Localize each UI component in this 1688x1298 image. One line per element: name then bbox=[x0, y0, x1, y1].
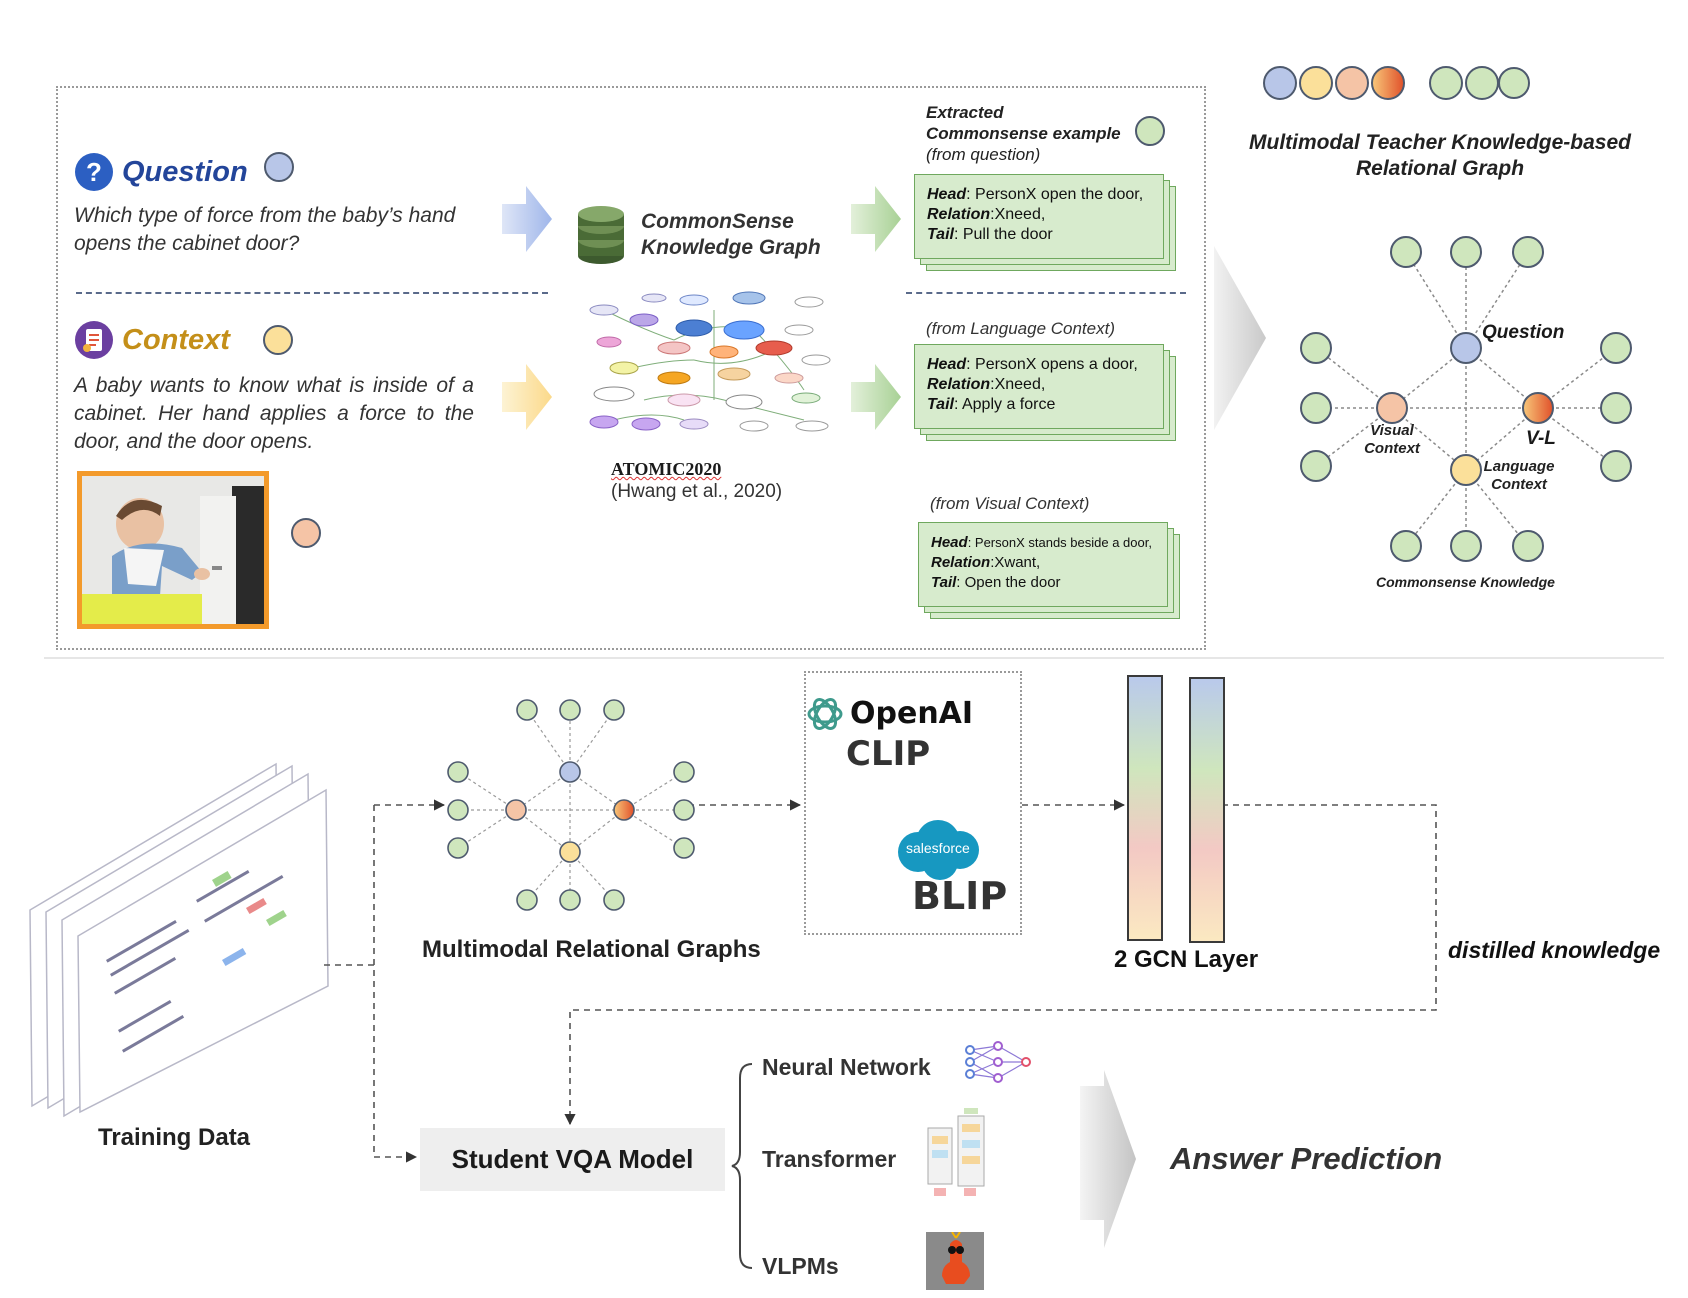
encoder-box bbox=[804, 671, 1022, 935]
atomic-label: ATOMIC2020 bbox=[611, 459, 722, 479]
card-relation-key: Relation bbox=[931, 554, 991, 571]
openai-icon bbox=[807, 698, 843, 730]
teacher-commonsense-label: Commonsense Knowledge bbox=[1376, 574, 1555, 590]
ckg-title: CommonSense Knowledge Graph bbox=[641, 209, 821, 261]
salesforce-cloud-icon bbox=[898, 820, 979, 880]
atomic-graph-thumbnail bbox=[589, 291, 831, 432]
clip-label: CLIP bbox=[846, 734, 931, 774]
gcn-label: 2 GCN Layer bbox=[1114, 946, 1259, 973]
teacher-vl-label: V-L bbox=[1526, 428, 1556, 449]
card-head-key: Head bbox=[927, 356, 967, 373]
mrg-label: Multimodal Relational Graphs bbox=[422, 936, 761, 963]
extracted-header: Extracted Commonsense example (from ques… bbox=[926, 102, 1121, 165]
teacher-title-line2: Relational Graph bbox=[1355, 157, 1525, 180]
context-title: Context bbox=[122, 323, 230, 356]
extracted-line1: Extracted bbox=[926, 103, 1004, 122]
neural-network-icon bbox=[965, 1041, 1031, 1083]
from-visual-label: (from Visual Context) bbox=[930, 494, 1090, 513]
document-icon bbox=[75, 321, 113, 359]
question-block: ? Question Which type of force from the … bbox=[74, 152, 494, 258]
option-vlpms: VLPMs bbox=[762, 1253, 839, 1279]
card-relation-value: :Xneed, bbox=[990, 376, 1046, 393]
arrow-context-to-ckg bbox=[502, 364, 552, 430]
context-block: Context A baby wants to know what is ins… bbox=[74, 320, 474, 456]
card-tail-value: : Apply a force bbox=[953, 396, 1056, 413]
openai-label: OpenAI bbox=[850, 696, 974, 731]
dashed-divider-right bbox=[906, 292, 1186, 294]
visual-node-icon bbox=[291, 518, 321, 548]
card-tail-value: : Pull the door bbox=[953, 226, 1053, 243]
big-arrow-to-teacher bbox=[1214, 246, 1266, 430]
student-vqa-model: Student VQA Model bbox=[420, 1128, 725, 1191]
commonsense-card-visual: Head: PersonX stands beside a door, Rela… bbox=[918, 522, 1168, 607]
language-node-icon bbox=[263, 325, 293, 355]
card-relation-value: :Xwant, bbox=[990, 554, 1041, 571]
transformer-icon bbox=[927, 1108, 985, 1196]
arrow-question-to-ckg bbox=[502, 186, 552, 252]
language-label-line2: Context bbox=[1491, 476, 1547, 493]
question-text: Which type of force from the baby’s hand… bbox=[74, 204, 456, 255]
dashed-divider-left bbox=[76, 292, 548, 294]
language-label-line1: Language bbox=[1483, 458, 1555, 475]
card-tail-value: : Open the door bbox=[956, 574, 1061, 591]
commonsense-card-question: Head: PersonX open the door, Relation:Xn… bbox=[914, 174, 1164, 259]
distilled-knowledge-label: distilled knowledge bbox=[1448, 937, 1661, 963]
question-icon: ? bbox=[75, 153, 113, 191]
card-relation-key: Relation bbox=[927, 376, 991, 393]
database-icon bbox=[578, 206, 624, 264]
gcn-layers bbox=[1127, 675, 1225, 943]
card-head-key: Head bbox=[927, 186, 967, 203]
training-data-label: Training Data bbox=[98, 1124, 251, 1151]
card-head-value: : PersonX stands beside a door, bbox=[967, 535, 1152, 550]
teacher-relational-graph bbox=[1300, 236, 1632, 562]
blip-label: BLIP bbox=[912, 874, 1008, 918]
arrow-ckg-to-example-1 bbox=[851, 186, 901, 252]
option-transformer: Transformer bbox=[762, 1146, 897, 1172]
card-head-value: : PersonX open the door, bbox=[966, 186, 1144, 203]
extracted-line2: Commonsense example bbox=[926, 124, 1121, 143]
visual-label-line1: Visual bbox=[1370, 422, 1414, 439]
answer-prediction-label: Answer Prediction bbox=[1170, 1141, 1443, 1176]
arrow-ckg-to-example-2 bbox=[851, 364, 901, 430]
extracted-line3: (from question) bbox=[926, 145, 1041, 164]
baby-image bbox=[77, 471, 269, 629]
section-divider bbox=[44, 657, 1664, 659]
card-tail-key: Tail bbox=[931, 574, 957, 591]
option-neural-network: Neural Network bbox=[762, 1054, 931, 1080]
atomic-citation: (Hwang et al., 2020) bbox=[611, 481, 783, 502]
ckg-title-line1: CommonSense bbox=[641, 210, 794, 233]
commonsense-node-icon bbox=[1135, 116, 1165, 146]
big-arrow-to-answer bbox=[1080, 1070, 1136, 1248]
visual-label-line2: Context bbox=[1364, 440, 1420, 457]
teacher-visual-label: Visual Context bbox=[1356, 422, 1428, 458]
teacher-section-box bbox=[56, 86, 1206, 650]
ckg-title-line2: Knowledge Graph bbox=[641, 236, 821, 259]
svg-text:?: ? bbox=[86, 157, 102, 187]
legend-commonsense-node bbox=[1498, 67, 1530, 99]
card-relation-value: :Xneed, bbox=[990, 206, 1046, 223]
question-title: Question bbox=[122, 155, 248, 188]
card-head-key: Head bbox=[931, 534, 968, 551]
teacher-language-label: Language Context bbox=[1474, 458, 1564, 494]
card-tail-key: Tail bbox=[927, 396, 954, 413]
multimodal-relational-graph bbox=[447, 699, 695, 911]
question-node-icon bbox=[264, 152, 294, 182]
teacher-question-label: Question bbox=[1482, 322, 1565, 343]
card-head-value: : PersonX opens a door, bbox=[966, 356, 1138, 373]
card-relation-key: Relation bbox=[927, 206, 991, 223]
training-data-pages bbox=[29, 762, 329, 1118]
from-language-label: (from Language Context) bbox=[926, 319, 1115, 338]
teacher-graph-title: Multimodal Teacher Knowledge-based Relat… bbox=[1230, 130, 1650, 182]
salesforce-label: salesforce bbox=[906, 840, 970, 856]
vlpm-icon bbox=[926, 1232, 984, 1290]
teacher-title-line1: Multimodal Teacher Knowledge-based bbox=[1249, 131, 1631, 154]
options-brace bbox=[731, 1063, 753, 1269]
card-tail-key: Tail bbox=[927, 226, 954, 243]
context-text: A baby wants to know what is inside of a… bbox=[74, 374, 474, 453]
commonsense-card-language: Head: PersonX opens a door, Relation:Xne… bbox=[914, 344, 1164, 429]
